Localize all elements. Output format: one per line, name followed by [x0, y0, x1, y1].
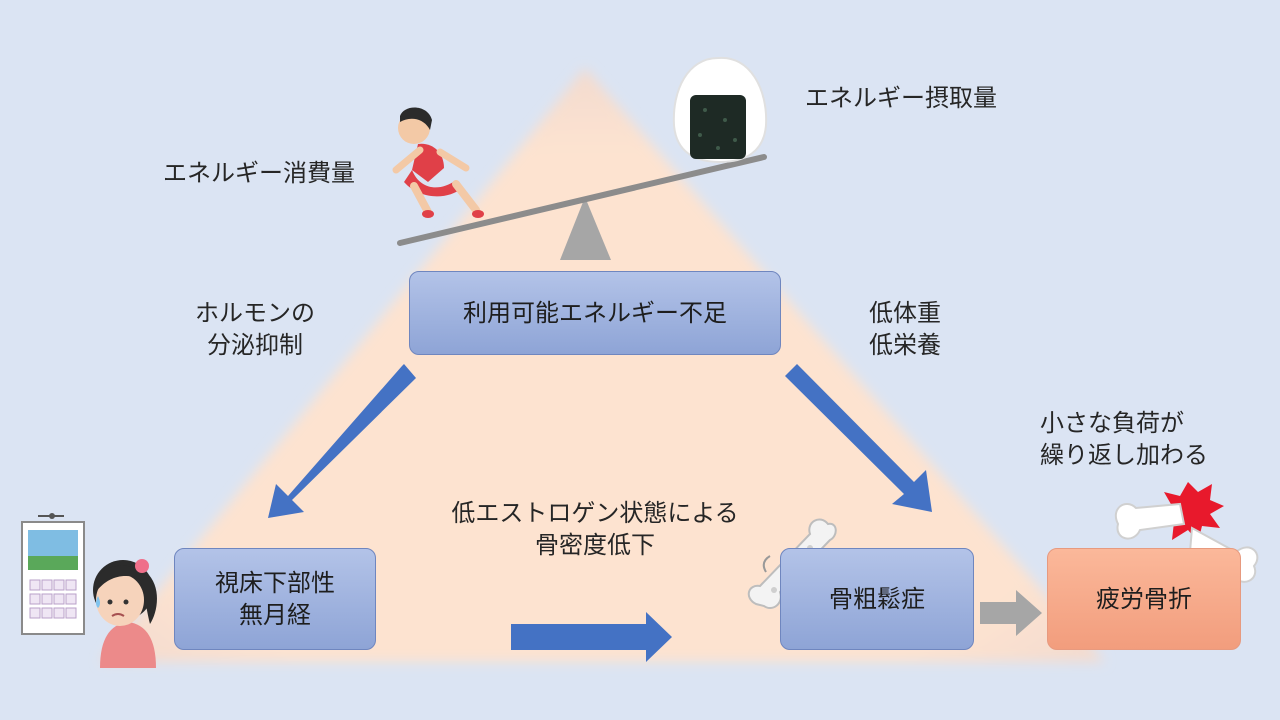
amenorrhea-line-1: 視床下部性	[215, 569, 335, 597]
runner-icon	[392, 107, 484, 218]
amenorrhea-box: 視床下部性 無月経	[174, 548, 376, 650]
stress-fracture-text: 疲労骨折	[1096, 585, 1192, 613]
energy-deficiency-box: 利用可能エネルギー不足	[409, 271, 781, 355]
arrow-to-osteoporosis	[785, 364, 932, 512]
seesaw-icon	[397, 154, 767, 260]
hormone-line-2: 分泌抑制	[207, 331, 303, 359]
hormone-suppression-label: ホルモンの 分泌抑制	[175, 297, 335, 361]
estrogen-line-1: 低エストロゲン状態による	[451, 499, 739, 527]
amenorrhea-line-2: 無月経	[239, 601, 311, 629]
background-triangle	[100, 68, 1105, 662]
low-weight-label: 低体重 低栄養	[840, 297, 970, 361]
rice-ball-icon	[672, 56, 768, 164]
osteoporosis-text: 骨粗鬆症	[829, 585, 925, 613]
estrogen-bone-loss-label: 低エストロゲン状態による 骨密度低下	[420, 497, 770, 561]
osteoporosis-box: 骨粗鬆症	[780, 548, 974, 650]
energy-expenditure-label: エネルギー消費量	[163, 159, 355, 187]
energy-deficiency-text: 利用可能エネルギー不足	[463, 299, 727, 327]
arrow-to-bone-loss	[511, 612, 672, 662]
stress-fracture-box: 疲労骨折	[1047, 548, 1241, 650]
repeated-load-label: 小さな負荷が 繰り返し加わる	[1040, 407, 1208, 471]
worried-girl-icon	[93, 559, 157, 668]
hormone-line-1: ホルモンの	[195, 299, 315, 327]
load-line-1: 小さな負荷が	[1040, 409, 1184, 437]
low-weight-line-1: 低体重	[869, 299, 941, 327]
estrogen-line-2: 骨密度低下	[535, 531, 655, 559]
calendar-icon	[21, 513, 85, 635]
energy-intake-label: エネルギー摂取量	[805, 84, 997, 112]
low-weight-line-2: 低栄養	[869, 331, 941, 359]
load-line-2: 繰り返し加わる	[1040, 441, 1208, 469]
arrow-to-fracture	[980, 590, 1042, 636]
arrow-to-amenorrhea	[268, 364, 416, 518]
